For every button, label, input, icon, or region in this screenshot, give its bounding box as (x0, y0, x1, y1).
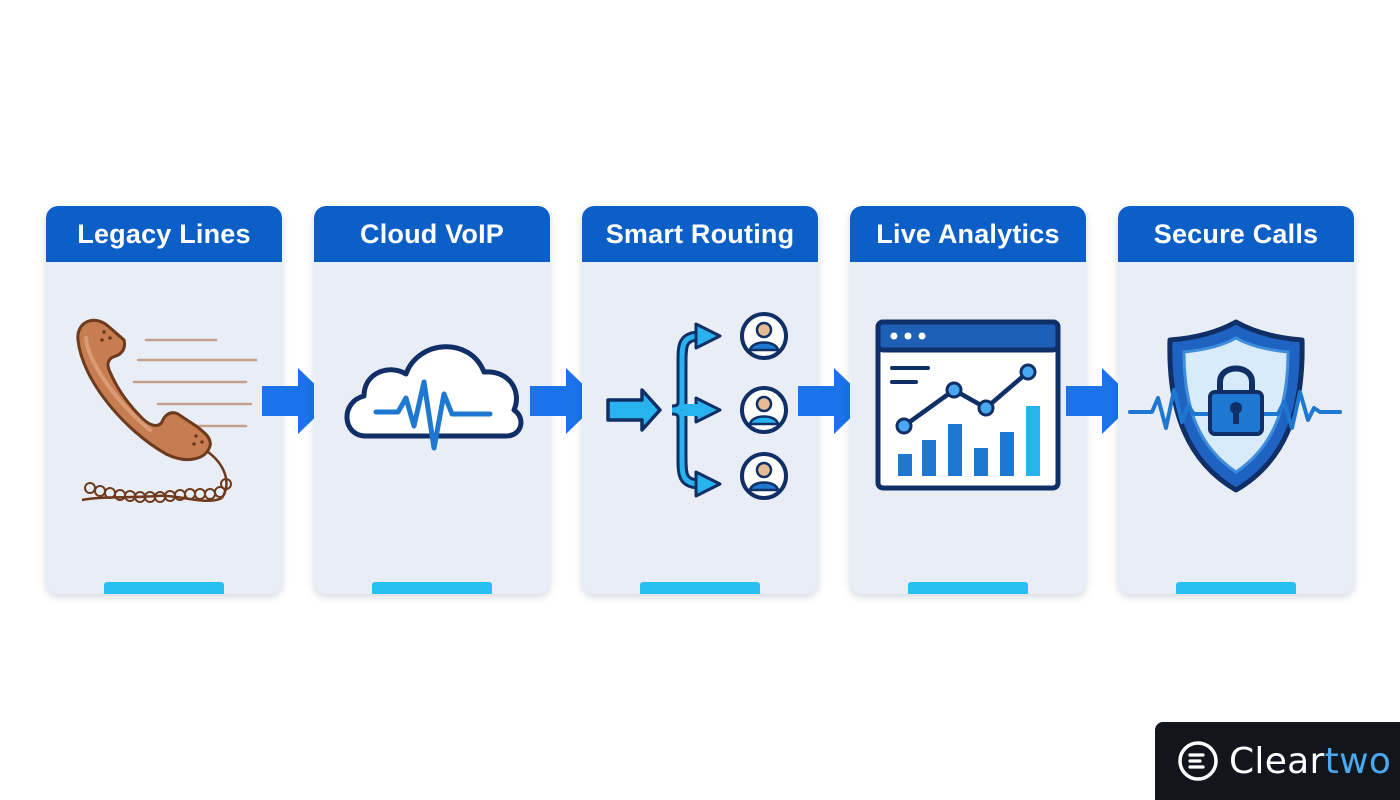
brand-name-part2: two (1324, 740, 1392, 782)
step-card-live-analytics: Live Analytics (850, 206, 1086, 594)
brand-mark-icon (1178, 741, 1218, 781)
accent-bar (640, 582, 760, 594)
step-card-legacy-lines: Legacy Lines (46, 206, 282, 594)
telephone-handset-icon (76, 318, 258, 503)
brand-name: Cleartwo (1229, 741, 1391, 782)
analytics-dashboard-icon (875, 319, 1061, 491)
step-title: Secure Calls (1118, 206, 1354, 262)
accent-bar (372, 582, 492, 594)
step-title: Smart Routing (582, 206, 818, 262)
step-title: Legacy Lines (46, 206, 282, 262)
accent-bar (1176, 582, 1296, 594)
cloud-waveform-icon (344, 344, 524, 451)
routing-branches-icon (606, 312, 788, 500)
brand-name-part1: Clear (1229, 740, 1325, 782)
accent-bar (908, 582, 1028, 594)
step-title: Cloud VoIP (314, 206, 550, 262)
step-card-smart-routing: Smart Routing (582, 206, 818, 594)
step-card-cloud-voip: Cloud VoIP (314, 206, 550, 594)
step-title: Live Analytics (850, 206, 1086, 262)
accent-bar (104, 582, 224, 594)
step-card-secure-calls: Secure Calls (1118, 206, 1354, 594)
shield-lock-icon (1128, 319, 1342, 493)
brand-logo: Cleartwo (1155, 722, 1400, 800)
